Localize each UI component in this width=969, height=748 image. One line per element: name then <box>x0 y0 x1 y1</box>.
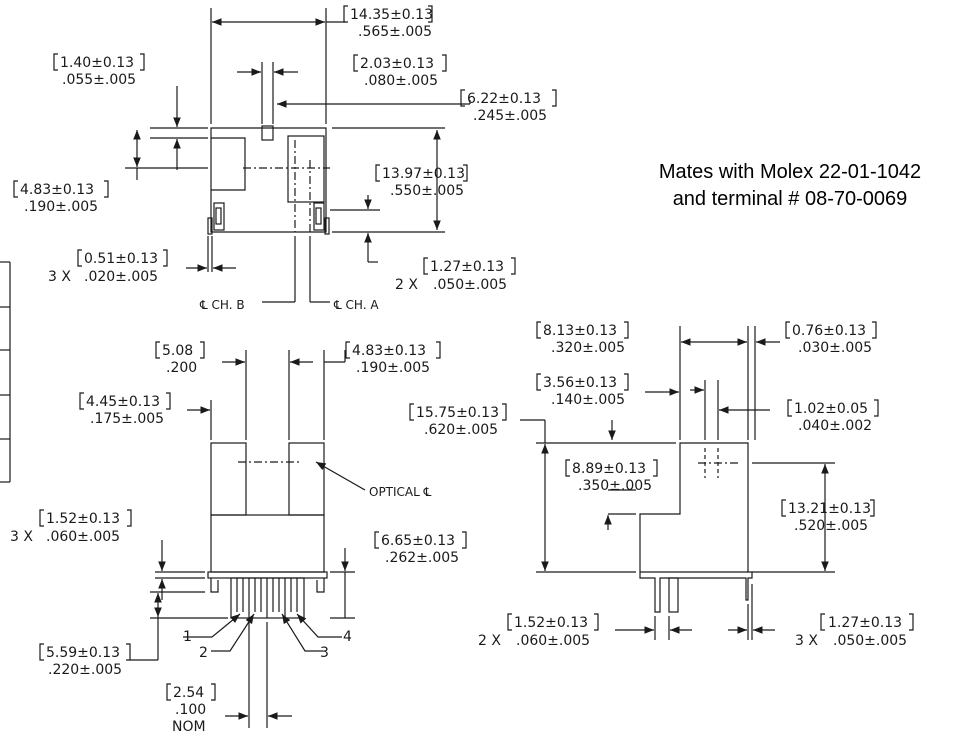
label-ch-b: ℄ CH. B <box>199 298 245 312</box>
dim-4-45-in: .175±.005 <box>90 411 164 427</box>
dim-8-13-mm: 8.13±0.13 <box>543 323 617 339</box>
dim-0-51-in: .020±.005 <box>84 269 158 285</box>
dim-1-02-in: .040±.002 <box>798 418 872 434</box>
front-view <box>130 350 366 728</box>
pin-label-3: 3 <box>320 645 329 661</box>
dim-1-52-front-in: .060±.005 <box>46 529 120 545</box>
dim-2-03-in: .080±.005 <box>364 73 438 89</box>
dim-0-76-mm: 0.76±0.13 <box>792 323 866 339</box>
label-ch-a: ℄ CH. A <box>333 298 379 312</box>
dimension-brackets <box>13 5 914 701</box>
dim-4-45-mm: 4.45±0.13 <box>86 394 160 410</box>
dim-0-51-mm: 0.51±0.13 <box>84 251 158 267</box>
dim-1-52-side-mm: 1.52±0.13 <box>514 615 588 631</box>
dim-4-83-front-in: .190±.005 <box>356 360 430 376</box>
dim-6-22-mm: 6.22±0.13 <box>467 91 541 107</box>
dim-13-97-mm: 13.97±0.13 <box>382 166 465 182</box>
dim-1-52-side-qty: 2 X <box>478 633 501 649</box>
dim-1-52-side-in: .060±.005 <box>516 633 590 649</box>
dim-13-21-in: .520±.005 <box>794 518 868 534</box>
top-view <box>125 8 471 303</box>
dim-5-59-in: .220±.005 <box>48 662 122 678</box>
dim-3-56-in: .140±.005 <box>551 392 625 408</box>
dim-5-08-in: .200 <box>166 360 197 376</box>
dim-6-65-mm: 6.65±0.13 <box>381 533 455 549</box>
dim-4-83-front-mm: 4.83±0.13 <box>352 343 426 359</box>
dim-1-52-front-qty: 3 X <box>10 529 33 545</box>
dim-0-51-qty: 3 X <box>48 269 71 285</box>
dim-5-59-mm: 5.59±0.13 <box>46 645 120 661</box>
dim-2-03-mm: 2.03±0.13 <box>360 56 434 72</box>
pin-label-4: 4 <box>343 629 352 645</box>
dim-1-27-side-in: .050±.005 <box>833 633 907 649</box>
dim-overall-width-mm: 14.35±0.13 <box>350 7 433 23</box>
dim-13-97-in: .550±.005 <box>390 183 464 199</box>
dim-1-27-side-mm: 1.27±0.13 <box>828 615 902 631</box>
dim-4-83-top-in: .190±.005 <box>24 199 98 215</box>
dim-overall-width-in: .565±.005 <box>358 24 432 40</box>
dim-15-75-mm: 15.75±0.13 <box>416 405 499 421</box>
dim-1-27-side-qty: 3 X <box>795 633 818 649</box>
dim-4-83-top-mm: 4.83±0.13 <box>20 182 94 198</box>
dim-15-75-in: .620±.005 <box>424 422 498 438</box>
dim-1-52-front-mm: 1.52±0.13 <box>46 511 120 527</box>
dim-8-89-in: .350±.005 <box>578 478 652 494</box>
dim-1-27-top-in: .050±.005 <box>433 277 507 293</box>
optical-centerline-label: OPTICAL ℄ <box>369 485 432 499</box>
side-view <box>520 326 835 640</box>
mating-note-line1: Mates with Molex 22-01-1042 <box>659 161 921 183</box>
pin-label-2: 2 <box>199 645 208 661</box>
pin-label-1: 1 <box>183 629 192 645</box>
dim-1-27-top-qty: 2 X <box>395 277 418 293</box>
dim-2-54-nom: NOM <box>172 719 206 735</box>
dim-6-65-in: .262±.005 <box>385 550 459 566</box>
dim-8-13-in: .320±.005 <box>551 340 625 356</box>
dim-5-08-mm: 5.08 <box>162 343 193 359</box>
dim-6-22-in: .245±.005 <box>473 108 547 124</box>
dim-0-76-in: .030±.005 <box>798 340 872 356</box>
partial-table <box>0 261 11 483</box>
dim-13-21-mm: 13.21±0.13 <box>788 501 871 517</box>
dim-3-56-mm: 3.56±0.13 <box>543 375 617 391</box>
dim-1-40-in: .055±.005 <box>62 72 136 88</box>
dim-2-54-in: .100 <box>175 702 206 718</box>
dim-1-40-mm: 1.40±0.13 <box>60 55 134 71</box>
dim-8-89-mm: 8.89±0.13 <box>572 461 646 477</box>
dim-1-27-top-mm: 1.27±0.13 <box>430 259 504 275</box>
dim-1-02-mm: 1.02±0.05 <box>794 401 868 417</box>
dim-2-54-mm: 2.54 <box>173 685 204 701</box>
mating-note-line2: and terminal # 08-70-0069 <box>673 188 908 210</box>
